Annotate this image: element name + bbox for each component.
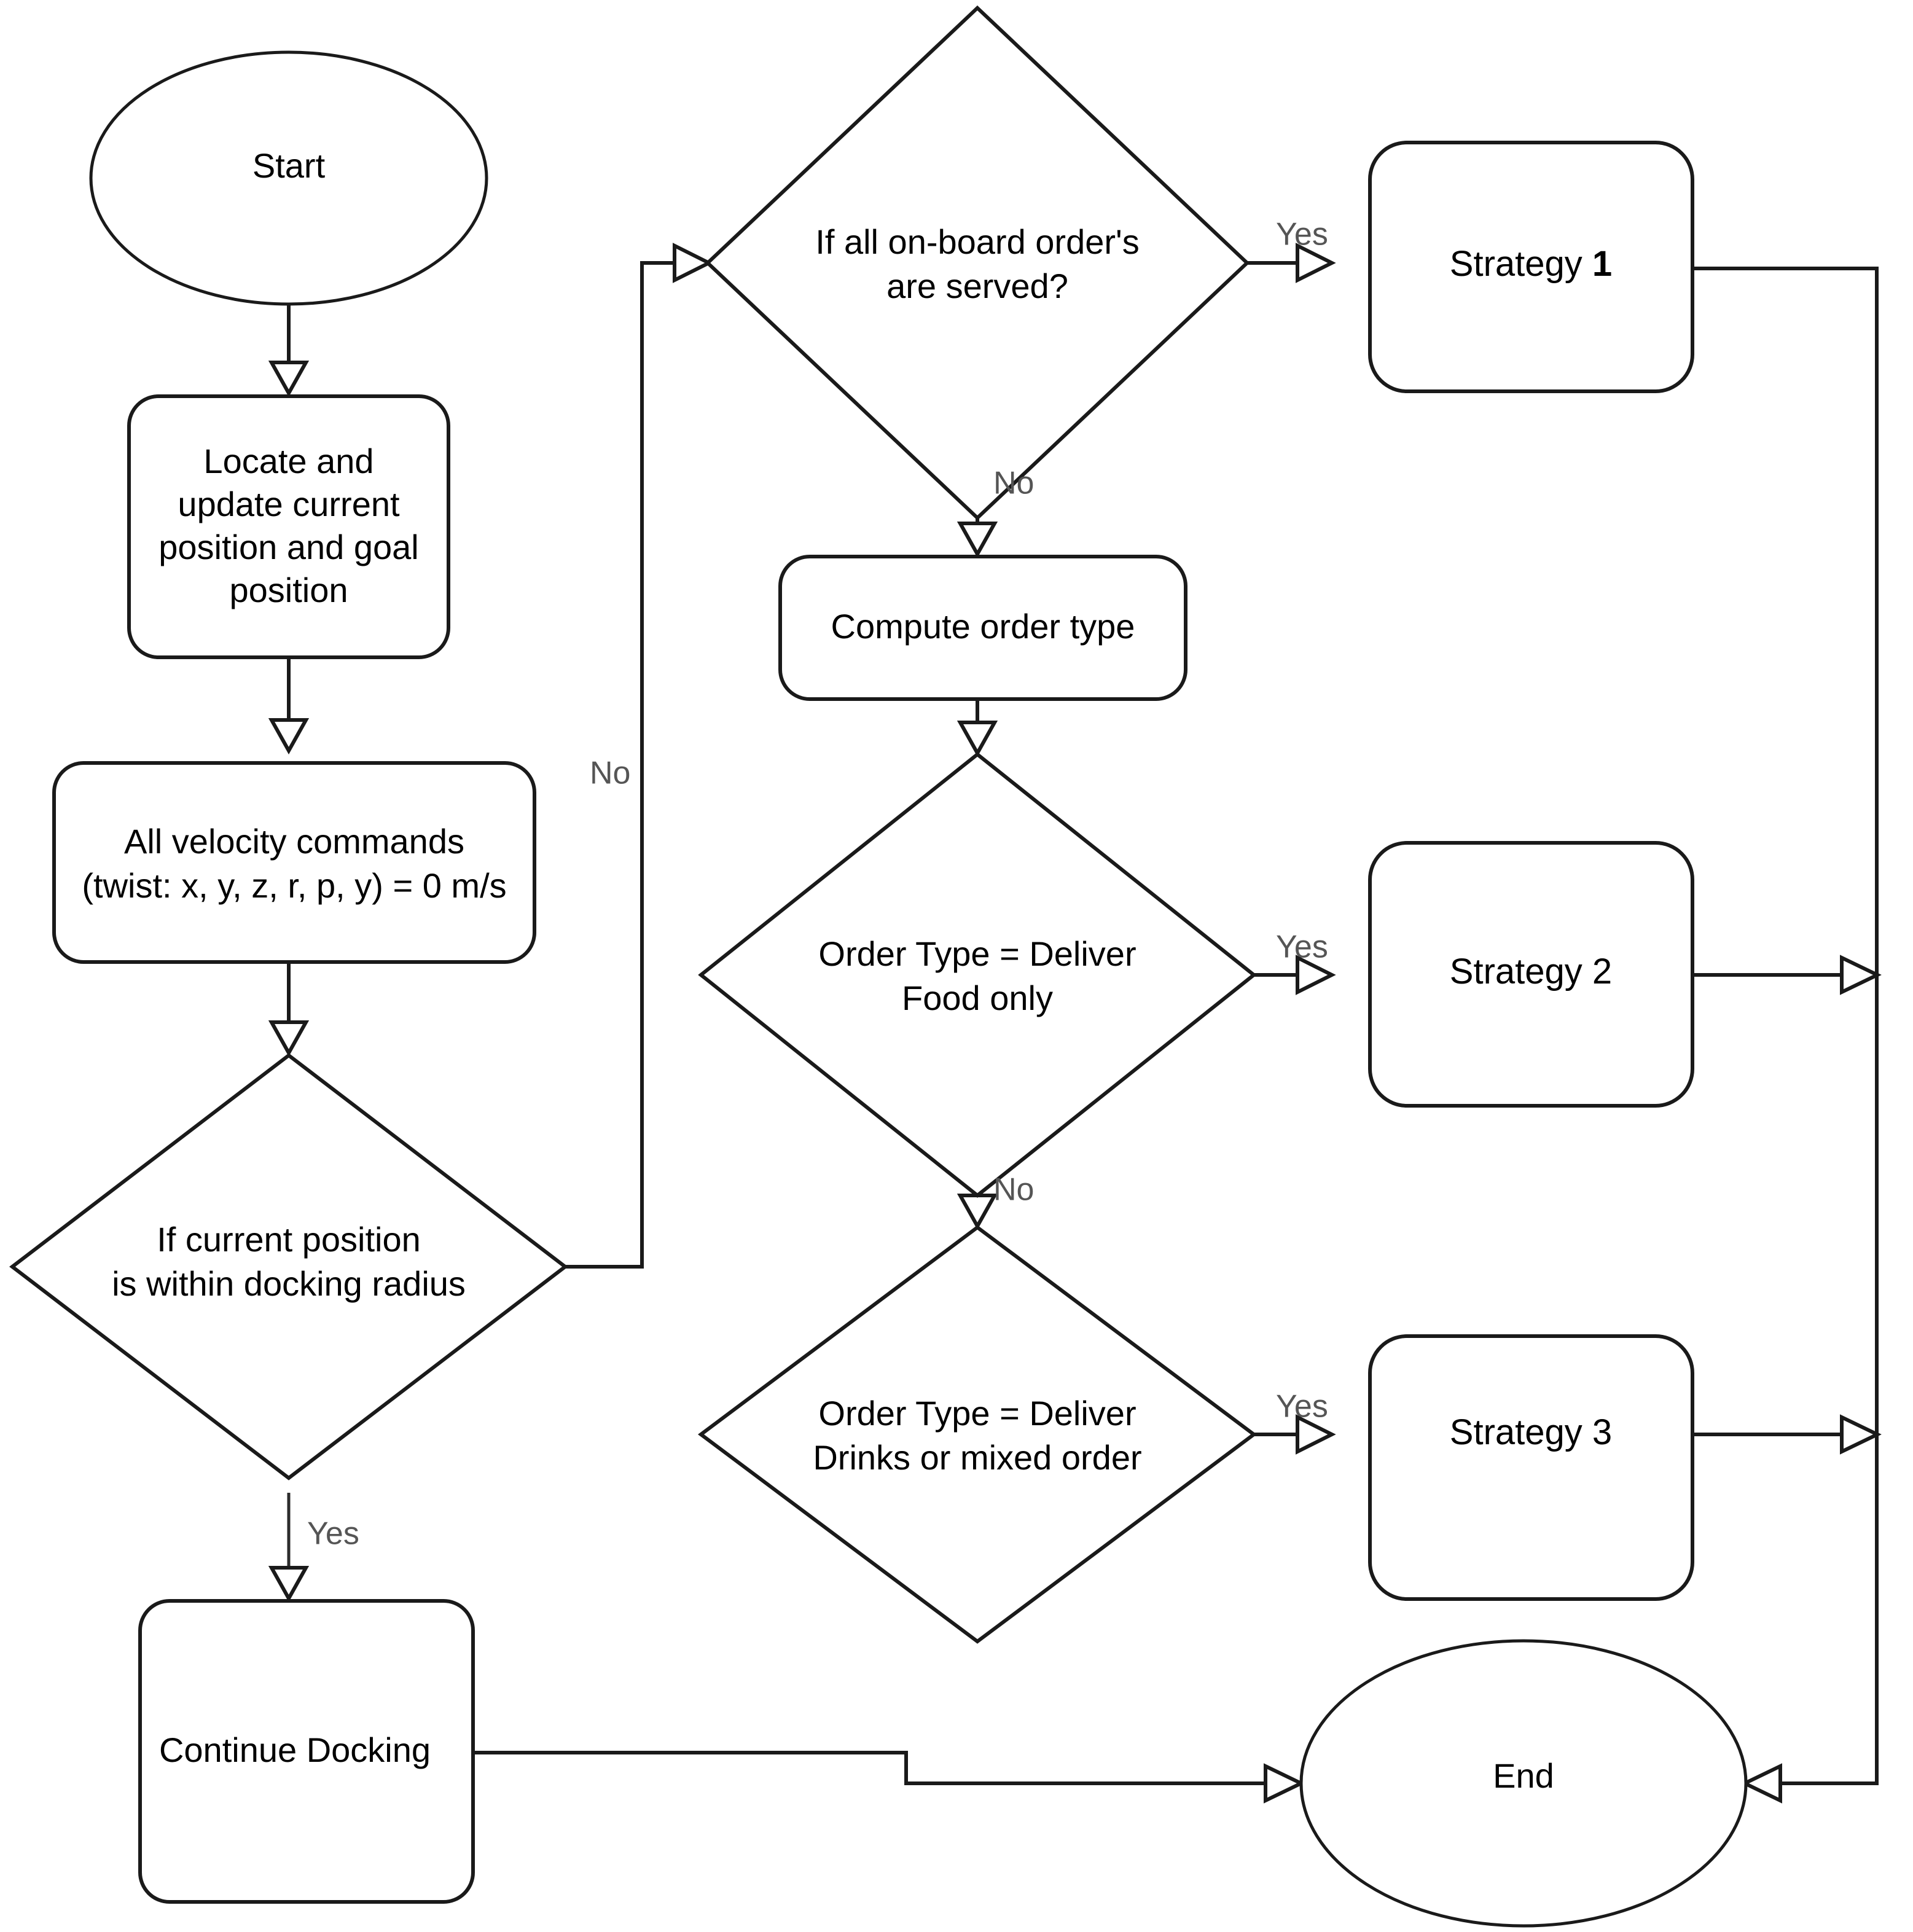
- node-start-label: Start: [252, 146, 326, 185]
- edge-strategy1-to-end: [1692, 267, 1879, 1804]
- edge-locate-to-velocity: [268, 659, 310, 755]
- edge-label-all-served-no: No: [993, 466, 1034, 501]
- node-strategy-1-number: 1: [1592, 244, 1612, 284]
- node-start[interactable]: Start: [89, 50, 488, 306]
- node-decision-within-docking-radius[interactable]: If current position is within docking ra…: [9, 1053, 568, 1480]
- node-strategy-1-label: Strategy 1: [1450, 244, 1612, 284]
- node-locate-label-line-3: position and goal: [158, 528, 418, 566]
- node-compute-order-type[interactable]: Compute order type: [778, 555, 1187, 701]
- edge-strategy2-to-right-rail: [1692, 955, 1882, 995]
- node-decision-order-type-food[interactable]: Order Type = Deliver Food only: [698, 752, 1257, 1198]
- node-locate-update-position[interactable]: Locate and update current position and g…: [127, 394, 450, 659]
- node-locate-label-line-2: update current: [178, 485, 400, 523]
- node-strategy-2-prefix: Strategy: [1450, 952, 1592, 991]
- node-locate-label-line-1: Locate and: [203, 442, 374, 480]
- node-zero-velocity-commands[interactable]: All velocity commands (twist: x, y, z, r…: [52, 761, 536, 964]
- node-strategy-1-prefix: Strategy: [1450, 244, 1592, 284]
- edge-velocity-to-docking-decision: [268, 962, 310, 1057]
- edge-label-order-drinks-yes: Yes: [1276, 1389, 1328, 1425]
- node-order-food-label-line-2: Food only: [902, 979, 1053, 1017]
- edge-all-served-yes-to-strategy1: [1247, 243, 1336, 283]
- edge-docking-yes-to-continue-docking: [268, 1493, 310, 1603]
- edge-label-all-served-yes: Yes: [1276, 217, 1328, 252]
- edge-label-docking-no: No: [590, 756, 630, 791]
- edge-compute-order-to-order-food: [956, 699, 998, 757]
- node-strategy-3[interactable]: Strategy 3: [1368, 1334, 1694, 1601]
- node-end-label: End: [1493, 1756, 1554, 1795]
- node-strategy-2[interactable]: Strategy 2: [1368, 841, 1694, 1108]
- node-strategy-3-number: 3: [1592, 1412, 1612, 1452]
- node-docking-decision-label-line-2: is within docking radius: [112, 1264, 466, 1303]
- node-continue-docking[interactable]: Continue Docking: [138, 1599, 475, 1904]
- node-continue-docking-label: Continue Docking: [159, 1731, 431, 1769]
- node-order-drinks-label-line-2: Drinks or mixed order: [813, 1438, 1141, 1477]
- node-order-drinks-label-line-1: Order Type = Deliver: [818, 1394, 1136, 1433]
- node-order-food-label-line-1: Order Type = Deliver: [818, 934, 1136, 973]
- edge-strategy3-to-right-rail: [1692, 1414, 1882, 1455]
- node-all-served-label-line-2: are served?: [886, 267, 1068, 305]
- edge-label-order-food-no: No: [993, 1172, 1034, 1208]
- edge-docking-no-to-all-served: [565, 243, 713, 1269]
- node-locate-label-line-4: position: [229, 571, 348, 609]
- node-strategy-1[interactable]: Strategy 1: [1368, 141, 1694, 393]
- edge-order-food-yes-to-strategy2: [1254, 955, 1336, 995]
- node-strategy-3-label: Strategy 3: [1450, 1412, 1612, 1452]
- edge-label-order-food-yes: Yes: [1276, 929, 1328, 965]
- edge-label-docking-yes: Yes: [307, 1516, 359, 1552]
- edge-order-drinks-yes-to-strategy3: [1254, 1414, 1336, 1455]
- edge-continue-docking-to-end: [473, 1751, 1305, 1804]
- node-end[interactable]: End: [1299, 1639, 1748, 1928]
- node-docking-decision-label-line-1: If current position: [157, 1220, 421, 1259]
- node-velocity-label-line-2: (twist: x, y, z, r, p, y) = 0 m/s: [82, 866, 506, 905]
- node-velocity-label-line-1: All velocity commands: [124, 822, 464, 861]
- node-strategy-2-label: Strategy 2: [1450, 952, 1612, 991]
- node-decision-order-type-drinks[interactable]: Order Type = Deliver Drinks or mixed ord…: [697, 1225, 1258, 1644]
- node-strategy-2-number: 2: [1592, 952, 1612, 991]
- node-strategy-3-prefix: Strategy: [1450, 1412, 1592, 1452]
- node-decision-all-orders-served[interactable]: If all on-board order's are served?: [705, 5, 1250, 521]
- node-compute-order-type-label: Compute order type: [831, 607, 1135, 646]
- node-all-served-label-line-1: If all on-board order's: [815, 222, 1139, 261]
